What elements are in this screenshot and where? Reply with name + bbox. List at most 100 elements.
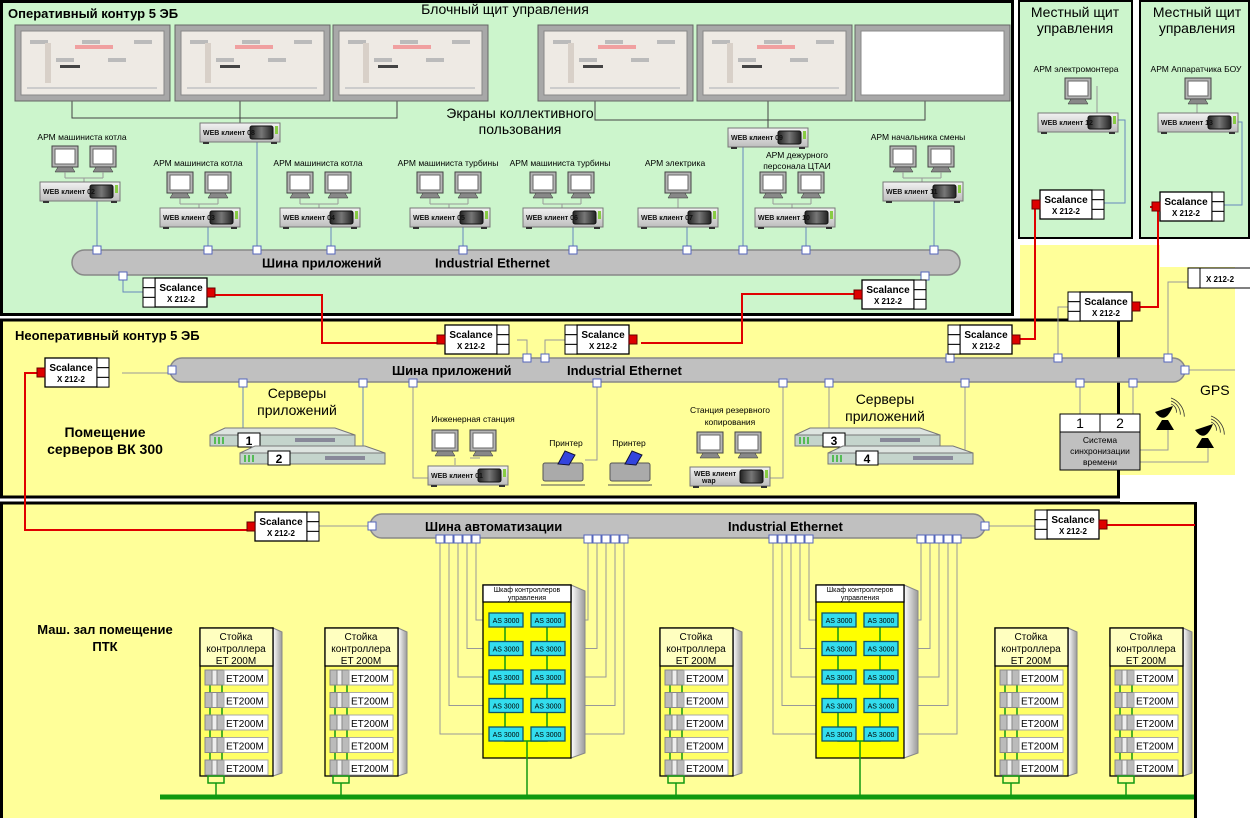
web-client-label: WEB клиент 08 [203, 130, 255, 137]
bus-port [458, 245, 468, 255]
application-server[interactable]: 3 [794, 427, 941, 448]
bus-port [203, 245, 213, 255]
bus-name: Шина приложений [262, 256, 382, 271]
web-client[interactable]: WEB клиент 10 [754, 207, 836, 229]
web-client[interactable]: WEB клиент 12 [1037, 112, 1119, 134]
bus-port [738, 245, 748, 255]
printer-icon[interactable] [608, 450, 652, 486]
web-client-label: WEB клиент 11 [886, 189, 938, 196]
application-server[interactable]: 1 [209, 427, 356, 448]
bus-name: Шина приложений [392, 363, 512, 378]
backup-station-label: Станция резервного [690, 405, 770, 415]
connection-line [517, 339, 528, 357]
scalance-switch-partial[interactable]: X 212-2 [1187, 267, 1250, 289]
web-client[interactable]: WEB клиент 09 [727, 127, 809, 149]
web-client[interactable]: WEB клиент 08 [199, 122, 281, 144]
rack-title: контроллера [331, 644, 391, 655]
module-as3000: AS 3000 [535, 647, 562, 654]
monitor-icon [166, 171, 194, 199]
bus-port [619, 534, 629, 544]
application-server[interactable]: 2 [239, 445, 386, 466]
module-et200m: ET200M [1021, 719, 1059, 730]
web-client[interactable]: WEB клиент 03 [159, 207, 241, 229]
rack-title: ET 200M [216, 656, 256, 667]
switch-name: Scalance [964, 330, 1008, 341]
web-client[interactable]: WEB клиент 01 [427, 465, 509, 487]
module-et200m: ET200M [351, 697, 389, 708]
connection-line [1222, 121, 1243, 206]
switch-model: X 212-2 [589, 342, 618, 351]
module-et200m: ET200M [686, 674, 724, 685]
web-client[interactable]: WEB клиент 06 [522, 207, 604, 229]
bus-port [367, 521, 377, 531]
machine-hall-label-1: Маш. зал помещение [37, 622, 172, 637]
switch-name: Scalance [1084, 297, 1128, 308]
bus-port [592, 378, 602, 388]
monitor-icon [204, 171, 232, 199]
printer-icon[interactable] [541, 450, 585, 486]
web-client[interactable]: WEB клиент 05 [409, 207, 491, 229]
module-et200m: ET200M [226, 742, 264, 753]
module-et200m: ET200M [1136, 764, 1174, 775]
connection-line [781, 541, 822, 706]
cabinet-title: Шкаф контроллеров [494, 587, 561, 594]
time-sync-label: синхронизации [1070, 446, 1130, 456]
bus-protocol: Industrial Ethernet [567, 363, 683, 378]
rack-title: Стойка [1015, 632, 1048, 643]
bus-port [1128, 378, 1138, 388]
web-client[interactable]: WEB клиент 13 [1157, 112, 1239, 134]
monitor-icon [529, 171, 557, 199]
time-sync-port: 2 [1116, 415, 1124, 431]
web-client[interactable]: WEB клиент 04 [279, 207, 361, 229]
monitor-icon [286, 171, 314, 199]
bus-port [916, 534, 926, 544]
monitor-icon [927, 145, 955, 173]
bus-port [601, 534, 611, 544]
server-room-label-1: Помещение [64, 424, 145, 440]
rack-title: контроллера [206, 644, 266, 655]
bus-port [960, 378, 970, 388]
gps-label: GPS [1200, 382, 1230, 398]
web-client[interactable]: WEB клиент 07 [637, 207, 719, 229]
monitor-icon [469, 429, 497, 457]
web-client[interactable]: WEB клиент 11 [882, 181, 964, 203]
bus-port [1053, 353, 1063, 363]
time-sync-port: 1 [1076, 415, 1084, 431]
local-panel-2-title-2: управления [1159, 20, 1235, 36]
fiber-port [1011, 334, 1021, 345]
local-panel-1-title-2: управления [1037, 20, 1113, 36]
fiber-port [853, 289, 863, 300]
local-panel-1-workstation: АРМ электромонтера [1034, 64, 1119, 74]
monitor-icon [324, 171, 352, 199]
application-server[interactable]: 4 [827, 445, 974, 466]
rack-title: контроллера [1116, 644, 1176, 655]
workstation-label: АРМ машиниста котла [273, 158, 362, 168]
module-as3000: AS 3000 [535, 732, 562, 739]
rack-title: Стойка [345, 632, 378, 643]
switch-model: X 212-2 [874, 297, 903, 306]
operative-title: Оперативный контур 5 ЭБ [8, 6, 178, 21]
web-client[interactable]: WEB клиент 02 [39, 181, 121, 203]
